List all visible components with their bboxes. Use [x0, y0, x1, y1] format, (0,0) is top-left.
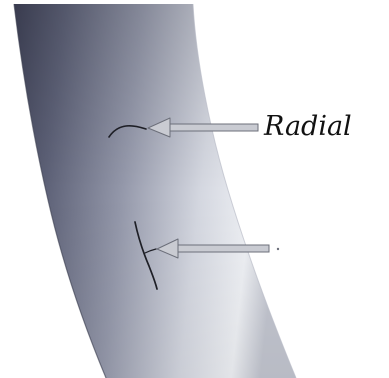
- longitudinal-arrow-shaft: [176, 245, 269, 252]
- radial-arrow-shaft: [168, 124, 258, 131]
- shaft-shading: [14, 4, 296, 378]
- longitudinal-arrow-dot: [277, 248, 279, 250]
- radial-label: Radial: [263, 111, 352, 142]
- shaft: [14, 4, 296, 378]
